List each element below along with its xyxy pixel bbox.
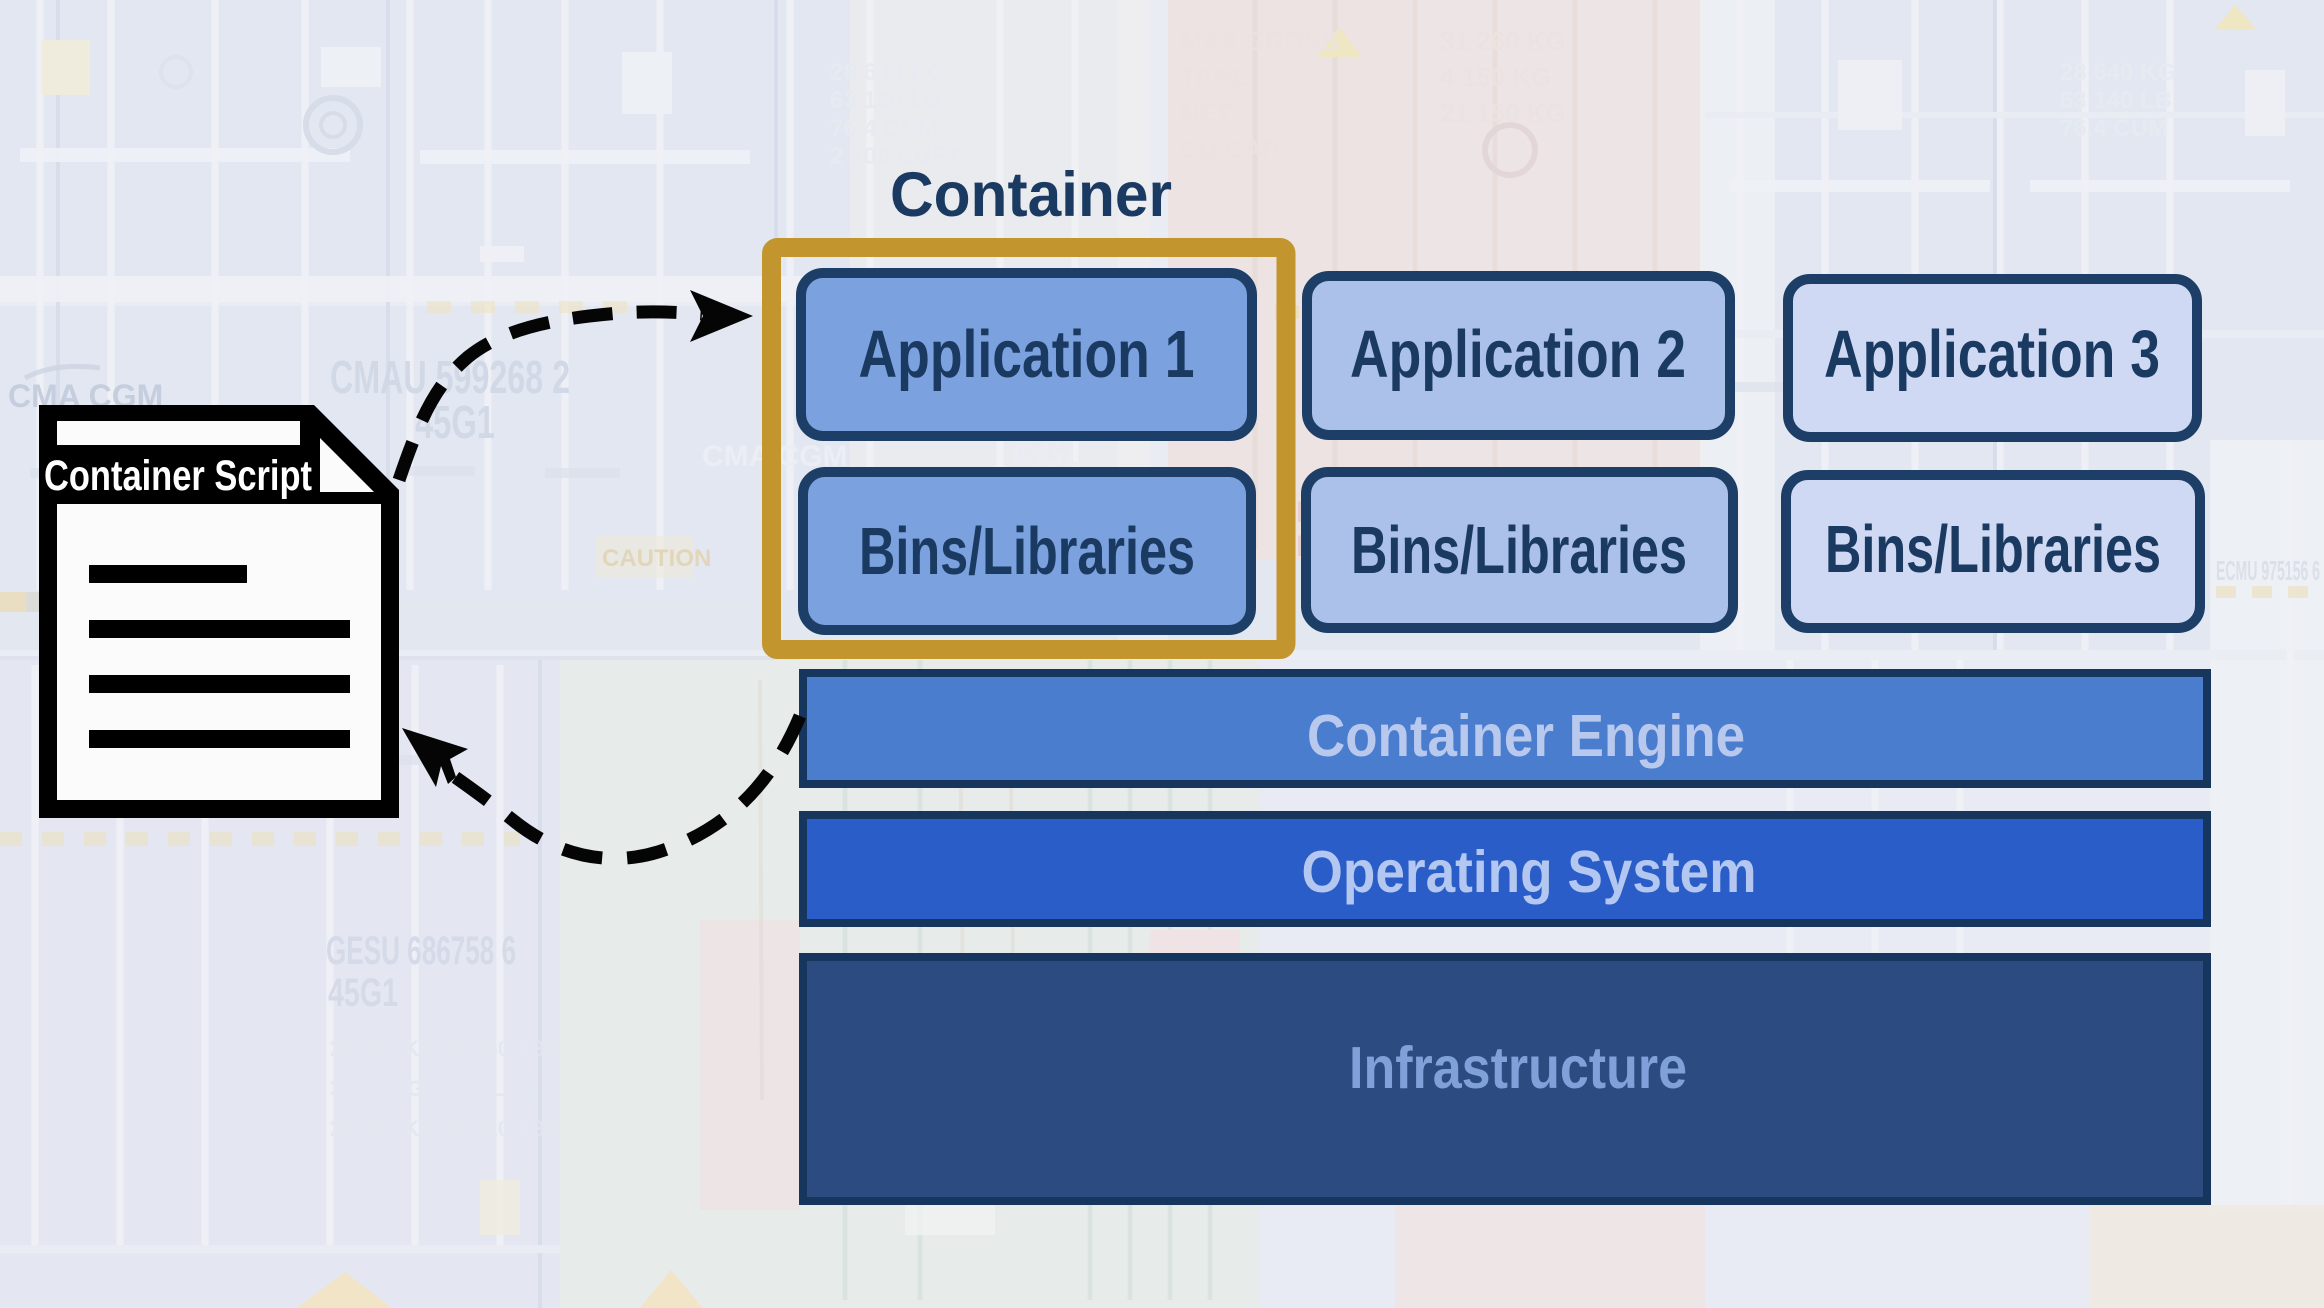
- svg-text:CMAU 599268 2: CMAU 599268 2: [330, 351, 570, 403]
- svg-text:Application 2: Application 2: [1350, 317, 1686, 392]
- svg-text:Application 1: Application 1: [859, 317, 1195, 392]
- svg-text:Container: Container: [890, 160, 1172, 230]
- svg-text:Operating System: Operating System: [1302, 839, 1757, 905]
- svg-text:3 830 KG 8 440 LBS: 3 830 KG 8 440 LBS: [330, 1076, 535, 1101]
- svg-text:76.4 CUM: 76.4 CUM: [2060, 115, 2168, 142]
- svg-text:Container Engine: Container Engine: [1307, 703, 1745, 769]
- svg-text:Bins/Libraries: Bins/Libraries: [1825, 512, 2161, 587]
- svg-text:Bins/Libraries: Bins/Libraries: [859, 514, 1195, 589]
- svg-text:Application 3: Application 3: [1824, 317, 2160, 392]
- svg-text:ECMU 975156 6: ECMU 975156 6: [2216, 555, 2320, 586]
- svg-text:Bins/Libraries: Bins/Libraries: [1351, 513, 1687, 588]
- svg-text:28 640 KG: 28 640 KG: [830, 59, 946, 86]
- svg-text:28 670 KG 63 210 LBS: 28 670 KG 63 210 LBS: [330, 1116, 560, 1141]
- svg-text:MAX GROSS: MAX GROSS: [1180, 26, 1339, 56]
- svg-text:TARE: TARE: [1180, 62, 1249, 92]
- svg-text:22 500 KG 71 050 LBS: 22 500 KG 71 050 LBS: [330, 1036, 560, 1061]
- svg-text:21 150 KG: 21 150 KG: [1440, 98, 1566, 128]
- svg-text:NET: NET: [1180, 98, 1232, 128]
- svg-text:63 140 LB: 63 140 LB: [2060, 87, 2172, 114]
- svg-text:2 700 CUFT: 2 700 CUFT: [830, 143, 961, 170]
- svg-text:31 260 KG: 31 260 KG: [1440, 26, 1566, 56]
- svg-text:Container Script: Container Script: [44, 452, 312, 500]
- svg-text:CU CAP: CU CAP: [1180, 134, 1280, 164]
- svg-text:63 140 LB: 63 140 LB: [830, 87, 942, 114]
- svg-text:4 150 KG: 4 150 KG: [1440, 62, 1551, 92]
- svg-text:GESU 686758 6: GESU 686758 6: [326, 929, 516, 973]
- svg-text:76.4 CUM: 76.4 CUM: [830, 115, 938, 142]
- svg-text:28 640 KG: 28 640 KG: [2060, 59, 2176, 86]
- svg-text:CAUTION: CAUTION: [602, 545, 711, 572]
- svg-text:Infrastructure: Infrastructure: [1349, 1035, 1687, 1101]
- svg-text:45G1: 45G1: [328, 971, 398, 1015]
